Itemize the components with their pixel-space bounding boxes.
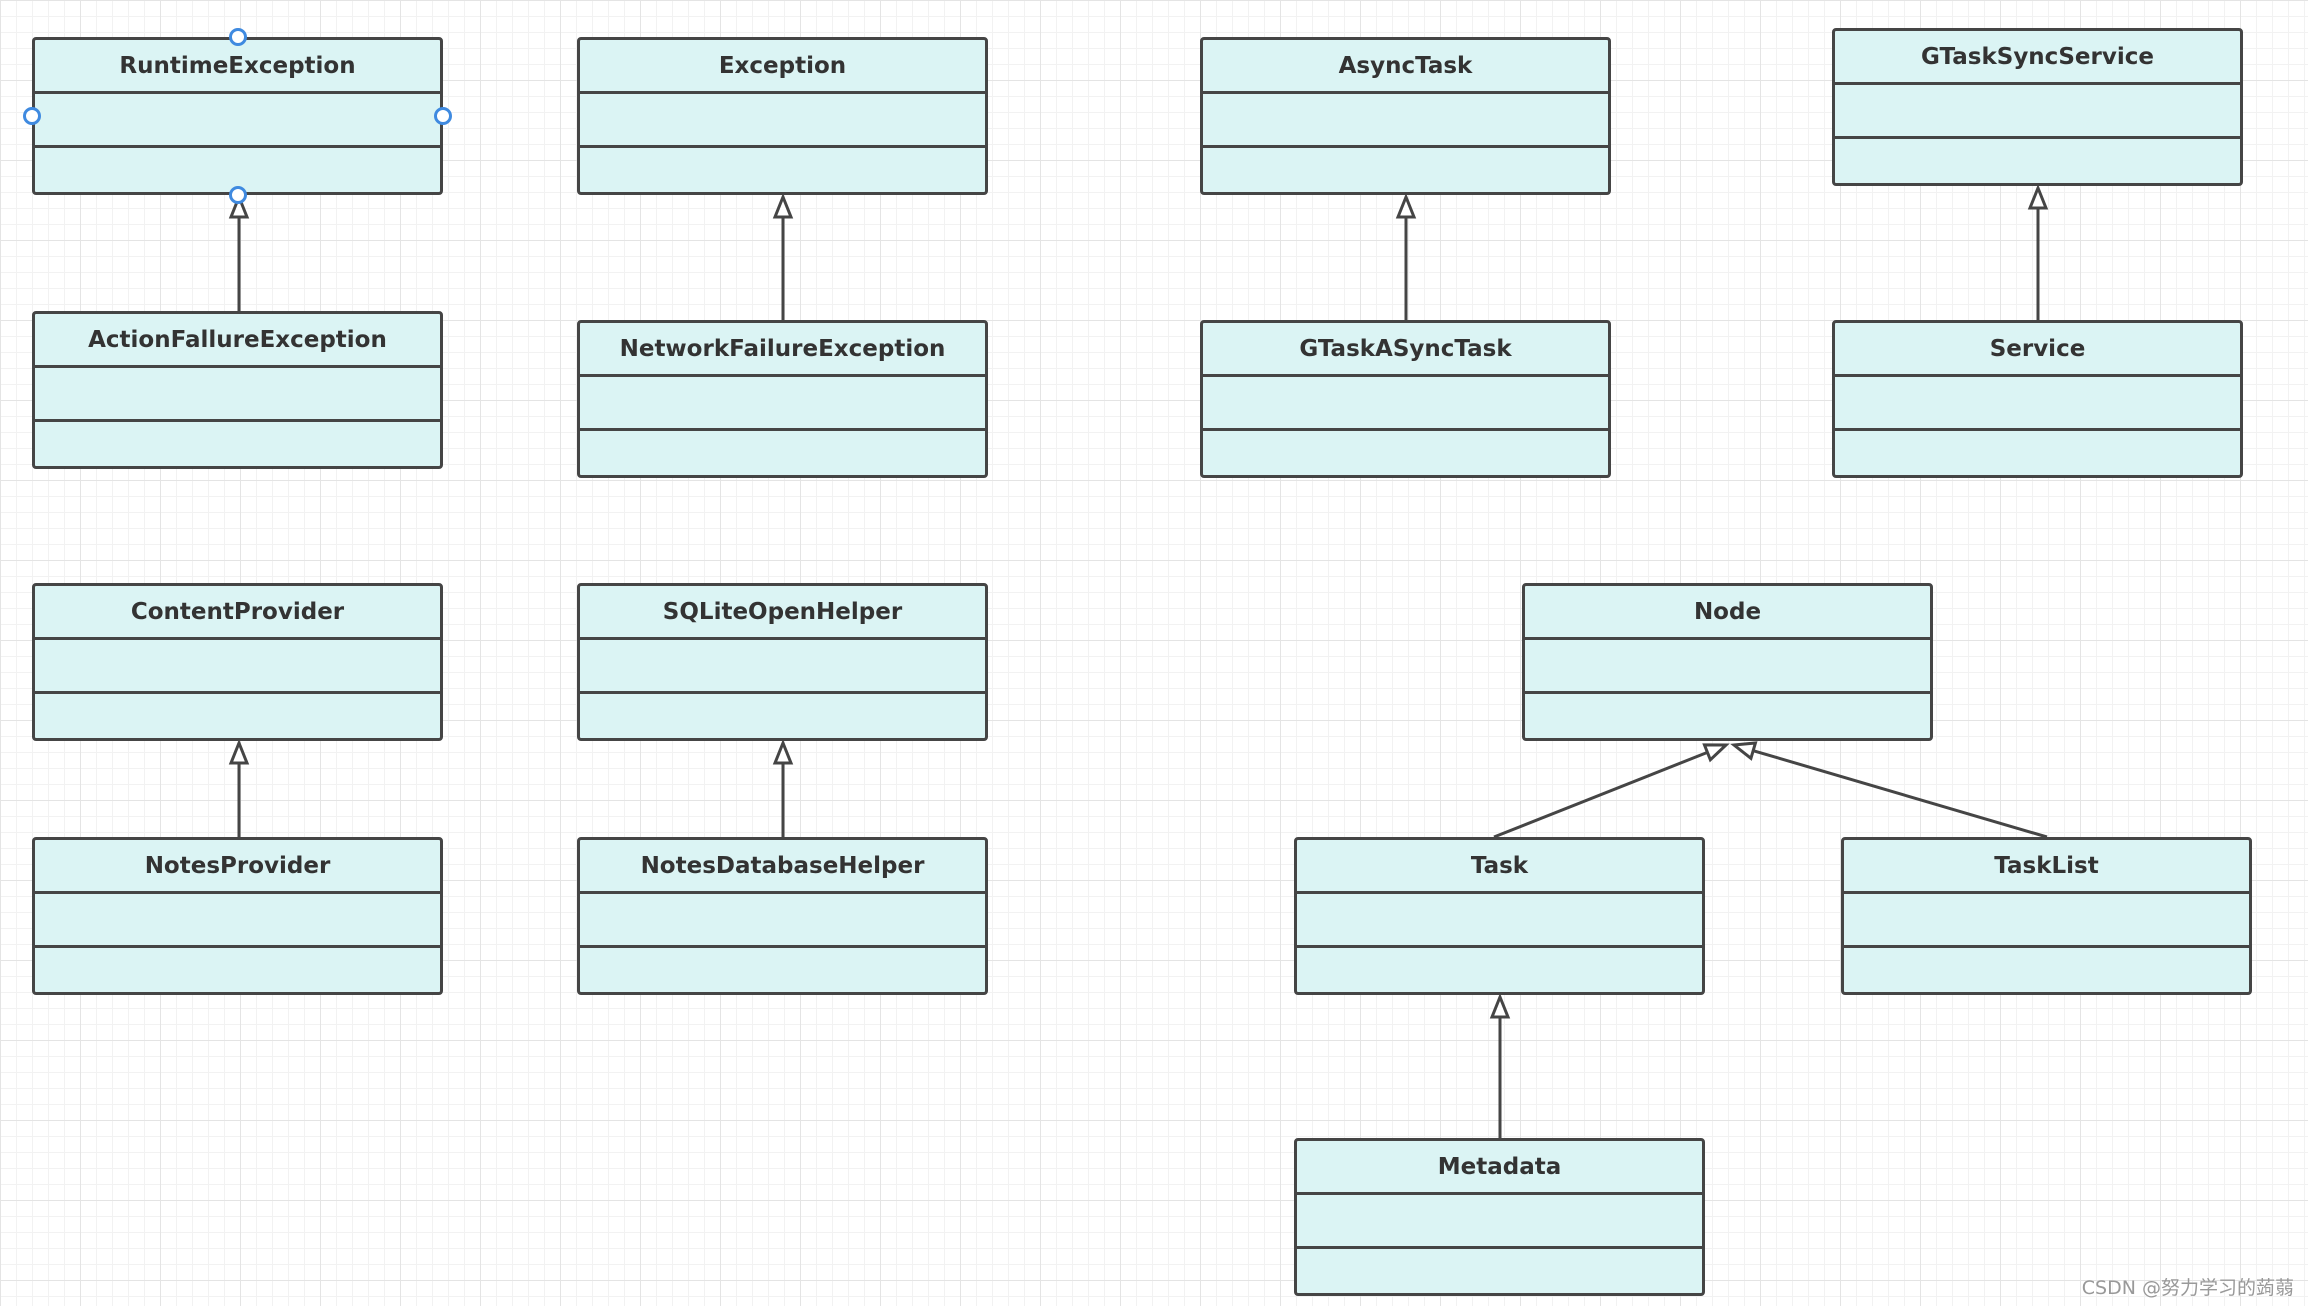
operations-compartment[interactable] (580, 694, 985, 742)
attributes-compartment[interactable] (1203, 377, 1608, 431)
generalization-arrow[interactable] (1730, 741, 2048, 839)
class-metadata[interactable]: Metadata (1294, 1138, 1705, 1296)
class-name: GTaskSyncService (1835, 31, 2240, 85)
operations-compartment[interactable] (35, 948, 440, 996)
operations-compartment[interactable] (1297, 1249, 1702, 1297)
selection-handle-right[interactable] (434, 107, 452, 125)
hollow-arrowhead (1395, 192, 1417, 219)
class-runtime-exception[interactable]: RuntimeException (32, 37, 443, 195)
class-notes-database-helper[interactable]: NotesDatabaseHelper (577, 837, 988, 995)
generalization-arrow[interactable] (1493, 743, 1730, 839)
class-content-provider[interactable]: ContentProvider (32, 583, 443, 741)
attributes-compartment[interactable] (580, 640, 985, 694)
generalization-arrow[interactable] (772, 192, 794, 320)
operations-compartment[interactable] (1835, 139, 2240, 187)
class-exception[interactable]: Exception (577, 37, 988, 195)
operations-compartment[interactable] (1525, 694, 1930, 742)
csdn-watermark: CSDN @努力学习的蒟蒻 (2081, 1277, 2294, 1299)
class-gtask-async-task[interactable]: GTaskASyncTask (1200, 320, 1611, 478)
attributes-compartment[interactable] (35, 94, 440, 148)
attributes-compartment[interactable] (1844, 894, 2249, 948)
class-name: Task (1297, 840, 1702, 894)
class-name: TaskList (1844, 840, 2249, 894)
class-name: SQLiteOpenHelper (580, 586, 985, 640)
class-action-failure-exception[interactable]: ActionFallureException (32, 311, 443, 469)
operations-compartment[interactable] (580, 948, 985, 996)
operations-compartment[interactable] (1835, 431, 2240, 479)
class-service[interactable]: Service (1832, 320, 2243, 478)
selection-handle-top[interactable] (228, 28, 247, 46)
class-name: RuntimeException (35, 40, 440, 94)
class-name: Service (1835, 323, 2240, 377)
hollow-arrowhead (1730, 741, 1758, 761)
operations-compartment[interactable] (1297, 948, 1702, 996)
operations-compartment[interactable] (580, 431, 985, 479)
class-name: NetworkFailureException (580, 323, 985, 377)
operations-compartment[interactable] (1203, 148, 1608, 196)
class-notes-provider[interactable]: NotesProvider (32, 837, 443, 995)
generalization-arrow[interactable] (772, 738, 794, 837)
connector-line (1493, 750, 1708, 839)
generalization-arrow[interactable] (1395, 192, 1417, 320)
attributes-compartment[interactable] (580, 377, 985, 431)
hollow-arrowhead (772, 192, 794, 219)
class-name: NotesDatabaseHelper (580, 840, 985, 894)
class-name: ContentProvider (35, 586, 440, 640)
operations-compartment[interactable] (35, 422, 440, 470)
class-name: NotesProvider (35, 840, 440, 894)
attributes-compartment[interactable] (1835, 377, 2240, 431)
selection-handle-left[interactable] (23, 107, 41, 125)
attributes-compartment[interactable] (580, 894, 985, 948)
class-sqlite-open-helper[interactable]: SQLiteOpenHelper (577, 583, 988, 741)
hollow-arrowhead (228, 738, 250, 765)
hollow-arrowhead (1489, 992, 1511, 1019)
connector-line (1752, 749, 2048, 839)
attributes-compartment[interactable] (35, 894, 440, 948)
hollow-arrowhead (1702, 743, 1730, 763)
attributes-compartment[interactable] (1297, 1195, 1702, 1249)
class-async-task[interactable]: AsyncTask (1200, 37, 1611, 195)
operations-compartment[interactable] (1203, 431, 1608, 479)
hollow-arrowhead (228, 192, 250, 219)
attributes-compartment[interactable] (35, 368, 440, 422)
operations-compartment[interactable] (35, 694, 440, 742)
attributes-compartment[interactable] (1835, 85, 2240, 139)
hollow-arrowhead (2027, 183, 2049, 210)
class-name: Exception (580, 40, 985, 94)
class-network-failure-exception[interactable]: NetworkFailureException (577, 320, 988, 478)
attributes-compartment[interactable] (35, 640, 440, 694)
class-name: Node (1525, 586, 1930, 640)
generalization-arrow[interactable] (228, 738, 250, 837)
class-node[interactable]: Node (1522, 583, 1933, 741)
operations-compartment[interactable] (580, 148, 985, 196)
attributes-compartment[interactable] (580, 94, 985, 148)
operations-compartment[interactable] (1844, 948, 2249, 996)
generalization-arrow[interactable] (228, 192, 250, 311)
class-name: AsyncTask (1203, 40, 1608, 94)
generalization-arrow[interactable] (2027, 183, 2049, 320)
hollow-arrowhead (772, 738, 794, 765)
attributes-compartment[interactable] (1203, 94, 1608, 148)
class-task[interactable]: Task (1294, 837, 1705, 995)
class-name: GTaskASyncTask (1203, 323, 1608, 377)
selection-handle-bottom[interactable] (228, 186, 247, 204)
attributes-compartment[interactable] (1525, 640, 1930, 694)
class-gtask-sync-service[interactable]: GTaskSyncService (1832, 28, 2243, 186)
class-name: ActionFallureException (35, 314, 440, 368)
class-task-list[interactable]: TaskList (1841, 837, 2252, 995)
attributes-compartment[interactable] (1297, 894, 1702, 948)
generalization-arrow[interactable] (1489, 992, 1511, 1138)
class-name: Metadata (1297, 1141, 1702, 1195)
